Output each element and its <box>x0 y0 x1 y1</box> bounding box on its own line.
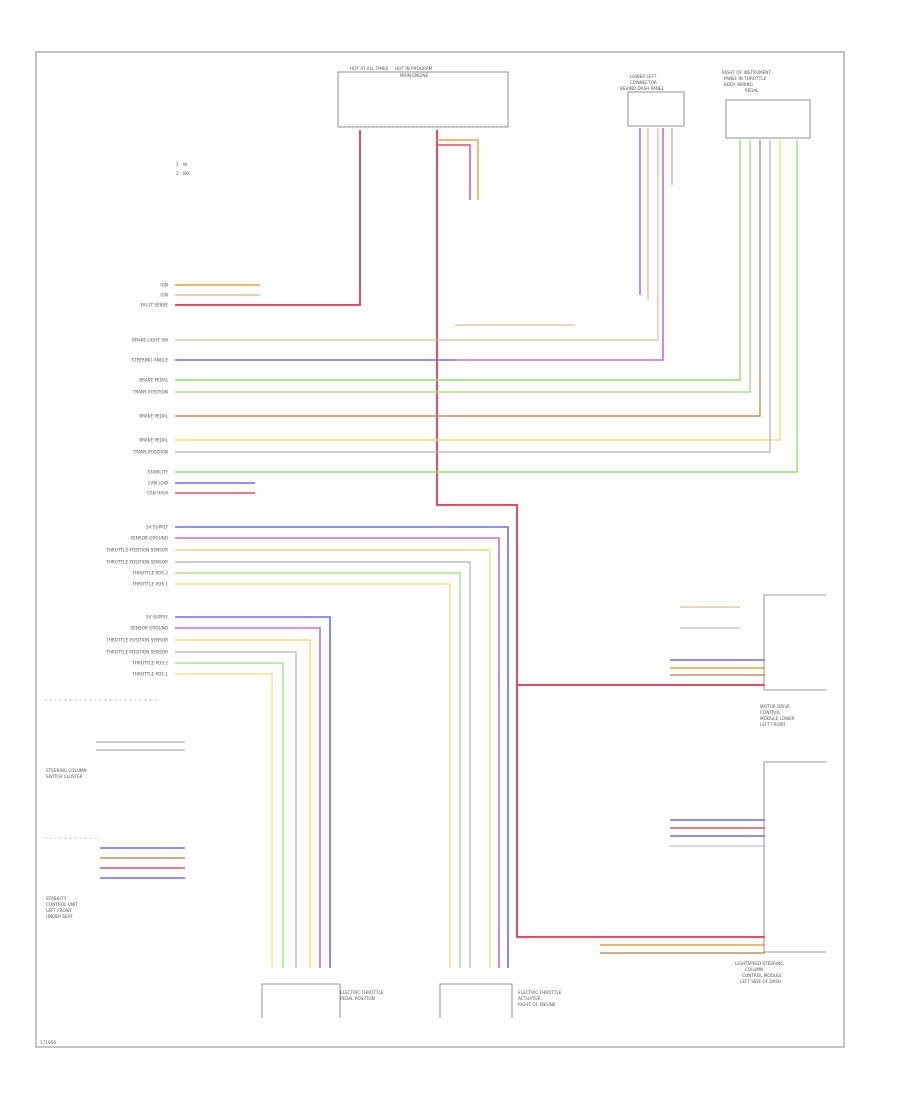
yaw-title-3: LEFT FRONT <box>46 908 72 913</box>
diagram-frame <box>35 51 845 1048</box>
wire <box>516 685 765 938</box>
pin-label: THROTTLE POSITION SENSOR <box>105 560 168 565</box>
pin-label: BRAKE PEDAL <box>139 438 168 443</box>
throttle2-title-1: ELECTRIC THROTTLE <box>518 990 562 995</box>
wire <box>455 128 664 361</box>
wire <box>175 140 751 393</box>
wire <box>175 537 500 968</box>
pin-label: THROTTLE POSITION SENSOR <box>105 548 168 553</box>
fuse-box: HOT AT ALL TIMES HOT IN PROGRAM MAIN ENG… <box>337 66 509 128</box>
steering-switch: STEERING COLUMN SWITCH CLUSTER <box>44 699 160 779</box>
motor-drive-title-4: LEFT FRONT <box>760 722 786 727</box>
pin-label: STABILITY <box>147 470 168 475</box>
yaw-title-4: UNDER SEAT <box>46 914 73 919</box>
wire <box>175 549 491 968</box>
wire <box>175 140 798 473</box>
lower-left-connector: LOWER LEFT CONNECTOR BEHIND DASH PANEL <box>620 74 685 127</box>
legend-2: 2 - WX <box>176 171 190 176</box>
motor-drive-module: MOTOR DRIVE CONTROL MODULE LOWER LEFT FR… <box>760 594 826 727</box>
pin-label: CAN LOW <box>148 481 168 486</box>
wire <box>175 140 781 441</box>
lower-left-title-1: LOWER LEFT <box>630 74 657 79</box>
wire <box>437 139 479 200</box>
throttle-actuator: ELECTRIC THROTTLE ACTUATOR RIGHT OF ENGI… <box>439 983 562 1018</box>
pin-label: 5V SUPPLY <box>146 615 168 620</box>
steer-switch-title-1: STEERING COLUMN <box>46 768 87 773</box>
pin-label: BRAKE PEDAL <box>139 378 168 383</box>
wire <box>175 140 761 417</box>
wire-group <box>96 128 798 968</box>
wire <box>175 616 331 968</box>
pin-label: THROTTLE POSITION SENSOR <box>105 638 168 643</box>
throttle1-title-2: PEDAL POSITION <box>340 996 375 1001</box>
wire <box>175 627 321 968</box>
wire <box>175 526 509 968</box>
pin-label: THROTTLE POS 2 <box>131 571 168 576</box>
fuse-box-title-1: HOT AT ALL TIMES <box>350 66 389 71</box>
wire <box>175 572 461 968</box>
fuse-box-title-2: HOT IN PROGRAM <box>395 66 433 71</box>
motor-drive-title-1: MOTOR DRIVE <box>760 704 790 709</box>
wire <box>436 130 765 686</box>
wire <box>175 583 451 968</box>
steering-title-2: COLUMN <box>745 967 763 972</box>
wire <box>175 651 297 968</box>
pin-label: THROTTLE POS 1 <box>131 582 168 587</box>
wire <box>175 639 311 968</box>
pin-label: BRAKE LIGHT SW <box>132 338 168 343</box>
lower-left-title-2: CONNECTOR <box>630 80 657 85</box>
wire <box>175 673 273 968</box>
pin-label: CAN HIGH <box>147 491 168 496</box>
instrument-panel-connector: RIGHT OF INSTRUMENT PANEL IN THROTTLE BO… <box>722 70 811 139</box>
pin-label: SENSOR GROUND <box>130 536 168 541</box>
instrument-title-2: PANEL IN THROTTLE <box>724 76 767 81</box>
pin-label: IGN <box>160 293 168 298</box>
wire <box>437 144 471 200</box>
fuse-box-title-3: MAIN ENGINE <box>400 73 429 78</box>
wire <box>175 561 471 968</box>
pin-label: 5V SUPPLY <box>146 525 168 530</box>
yaw-title-2: CONTROL UNIT <box>46 902 78 907</box>
pin-label: TRANS POSITION <box>132 390 168 395</box>
pin-label: BRAKE PEDAL <box>139 414 168 419</box>
pin-label: STEERING ANGLE <box>131 358 168 363</box>
throttle2-title-2: ACTUATOR <box>518 996 541 1001</box>
yaw-title-1: STABILITY <box>46 896 67 901</box>
throttle1-title-1: ELECTRIC THROTTLE <box>340 990 384 995</box>
motor-drive-title-3: MODULE LOWER <box>760 716 795 721</box>
steering-title-4: LEFT SIDE OF DASH <box>740 979 781 984</box>
legend-1: 1 - W <box>176 162 187 167</box>
footer-code: 171956 <box>40 1040 56 1045</box>
steer-switch-title-2: SWITCH CLUSTER <box>46 774 83 779</box>
pin-label: TRANS POSITION <box>132 450 168 455</box>
throttle-pedal-sensor: ELECTRIC THROTTLE PEDAL POSITION <box>261 983 384 1018</box>
pin-label: FAULT SENSE <box>141 303 169 308</box>
left-label-group: IGN IGN FAULT SENSE BRAKE LIGHT SW STEERING … <box>105 283 168 677</box>
wire <box>175 140 771 453</box>
wire <box>575 128 659 341</box>
steering-title-3: CONTROL MODULE <box>742 973 782 978</box>
instrument-title-3: BODY WIRING <box>724 82 753 87</box>
wire <box>175 140 741 381</box>
wire <box>175 662 284 968</box>
stability-sensor: STABILITY CONTROL UNIT LEFT FRONT UNDER … <box>44 837 100 919</box>
pin-label: THROTTLE POS 2 <box>131 661 168 666</box>
motor-drive-title-2: CONTROL <box>760 710 781 715</box>
lower-left-title-3: BEHIND DASH PANEL <box>620 86 665 91</box>
instrument-title-4: PEDAL <box>745 88 759 93</box>
steering-control-module: LIGHTSPEED STEERING COLUMN CONTROL MODUL… <box>735 761 826 984</box>
steering-title-1: LIGHTSPEED STEERING <box>735 961 784 966</box>
pin-label: THROTTLE POS 1 <box>131 672 168 677</box>
pin-label: SENSOR GROUND <box>130 626 168 631</box>
wire <box>175 130 361 306</box>
pin-label: IGN <box>160 283 168 288</box>
pin-label: THROTTLE POSITION SENSOR <box>105 650 168 655</box>
throttle2-title-3: RIGHT OF ENGINE <box>518 1002 556 1007</box>
instrument-title-1: RIGHT OF INSTRUMENT <box>722 70 771 75</box>
